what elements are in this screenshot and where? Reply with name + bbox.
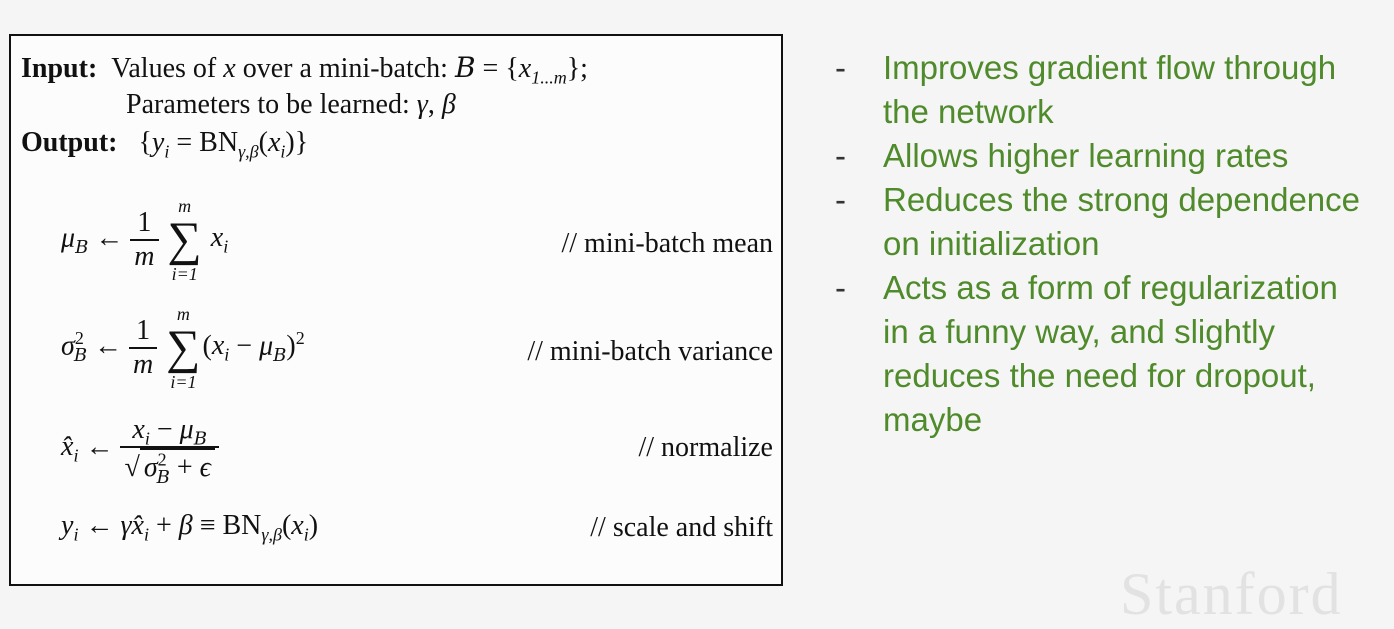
params-line: Parameters to be learned: γ, β [126, 89, 456, 120]
input-label: Input: [21, 53, 98, 84]
normalize-formula: x̂i ← xi − μB √σ2B + ϵ [61, 414, 219, 486]
variance-comment: // mini-batch variance [527, 336, 773, 367]
mean-comment: // mini-batch mean [561, 228, 774, 259]
input-line: Input: Values of x over a mini-batch: B … [21, 51, 588, 88]
input-text: Values of x over a mini-batch: B = {x1..… [104, 51, 588, 88]
bullet-dash: - [835, 181, 846, 218]
bullet-dash: - [835, 137, 846, 174]
bullet-dash: - [835, 269, 846, 306]
algorithm-box: Input: Values of x over a mini-batch: B … [9, 34, 783, 586]
list-item: - Acts as a form of regularization in a … [835, 266, 1394, 442]
output-text: {yi = BNγ,β(xi)} [124, 127, 309, 162]
stanford-watermark: Stanford [1120, 561, 1343, 627]
bullet-text: Improves gradient flow through the netwo… [883, 49, 1337, 130]
scale-shift-comment: // scale and shift [590, 512, 773, 543]
bullet-text: Reduces the strong dependence on initial… [883, 181, 1361, 262]
list-item: - Allows higher learning rates [835, 134, 1394, 178]
bullet-text: Allows higher learning rates [883, 137, 1289, 174]
scale-shift-formula: yi ← γx̂i + β ≡ BNγ,β(xi) [61, 510, 319, 545]
normalize-comment: // normalize [638, 432, 773, 463]
output-line: Output: {yi = BNγ,β(xi)} [21, 127, 309, 162]
list-item: - Reduces the strong dependence on initi… [835, 178, 1394, 266]
benefits-list: - Improves gradient flow through the net… [835, 46, 1394, 442]
bullet-text: Acts as a form of regularization in a fu… [883, 269, 1338, 438]
bullet-dash: - [835, 49, 846, 86]
list-item: - Improves gradient flow through the net… [835, 46, 1394, 134]
output-label: Output: [21, 127, 118, 158]
